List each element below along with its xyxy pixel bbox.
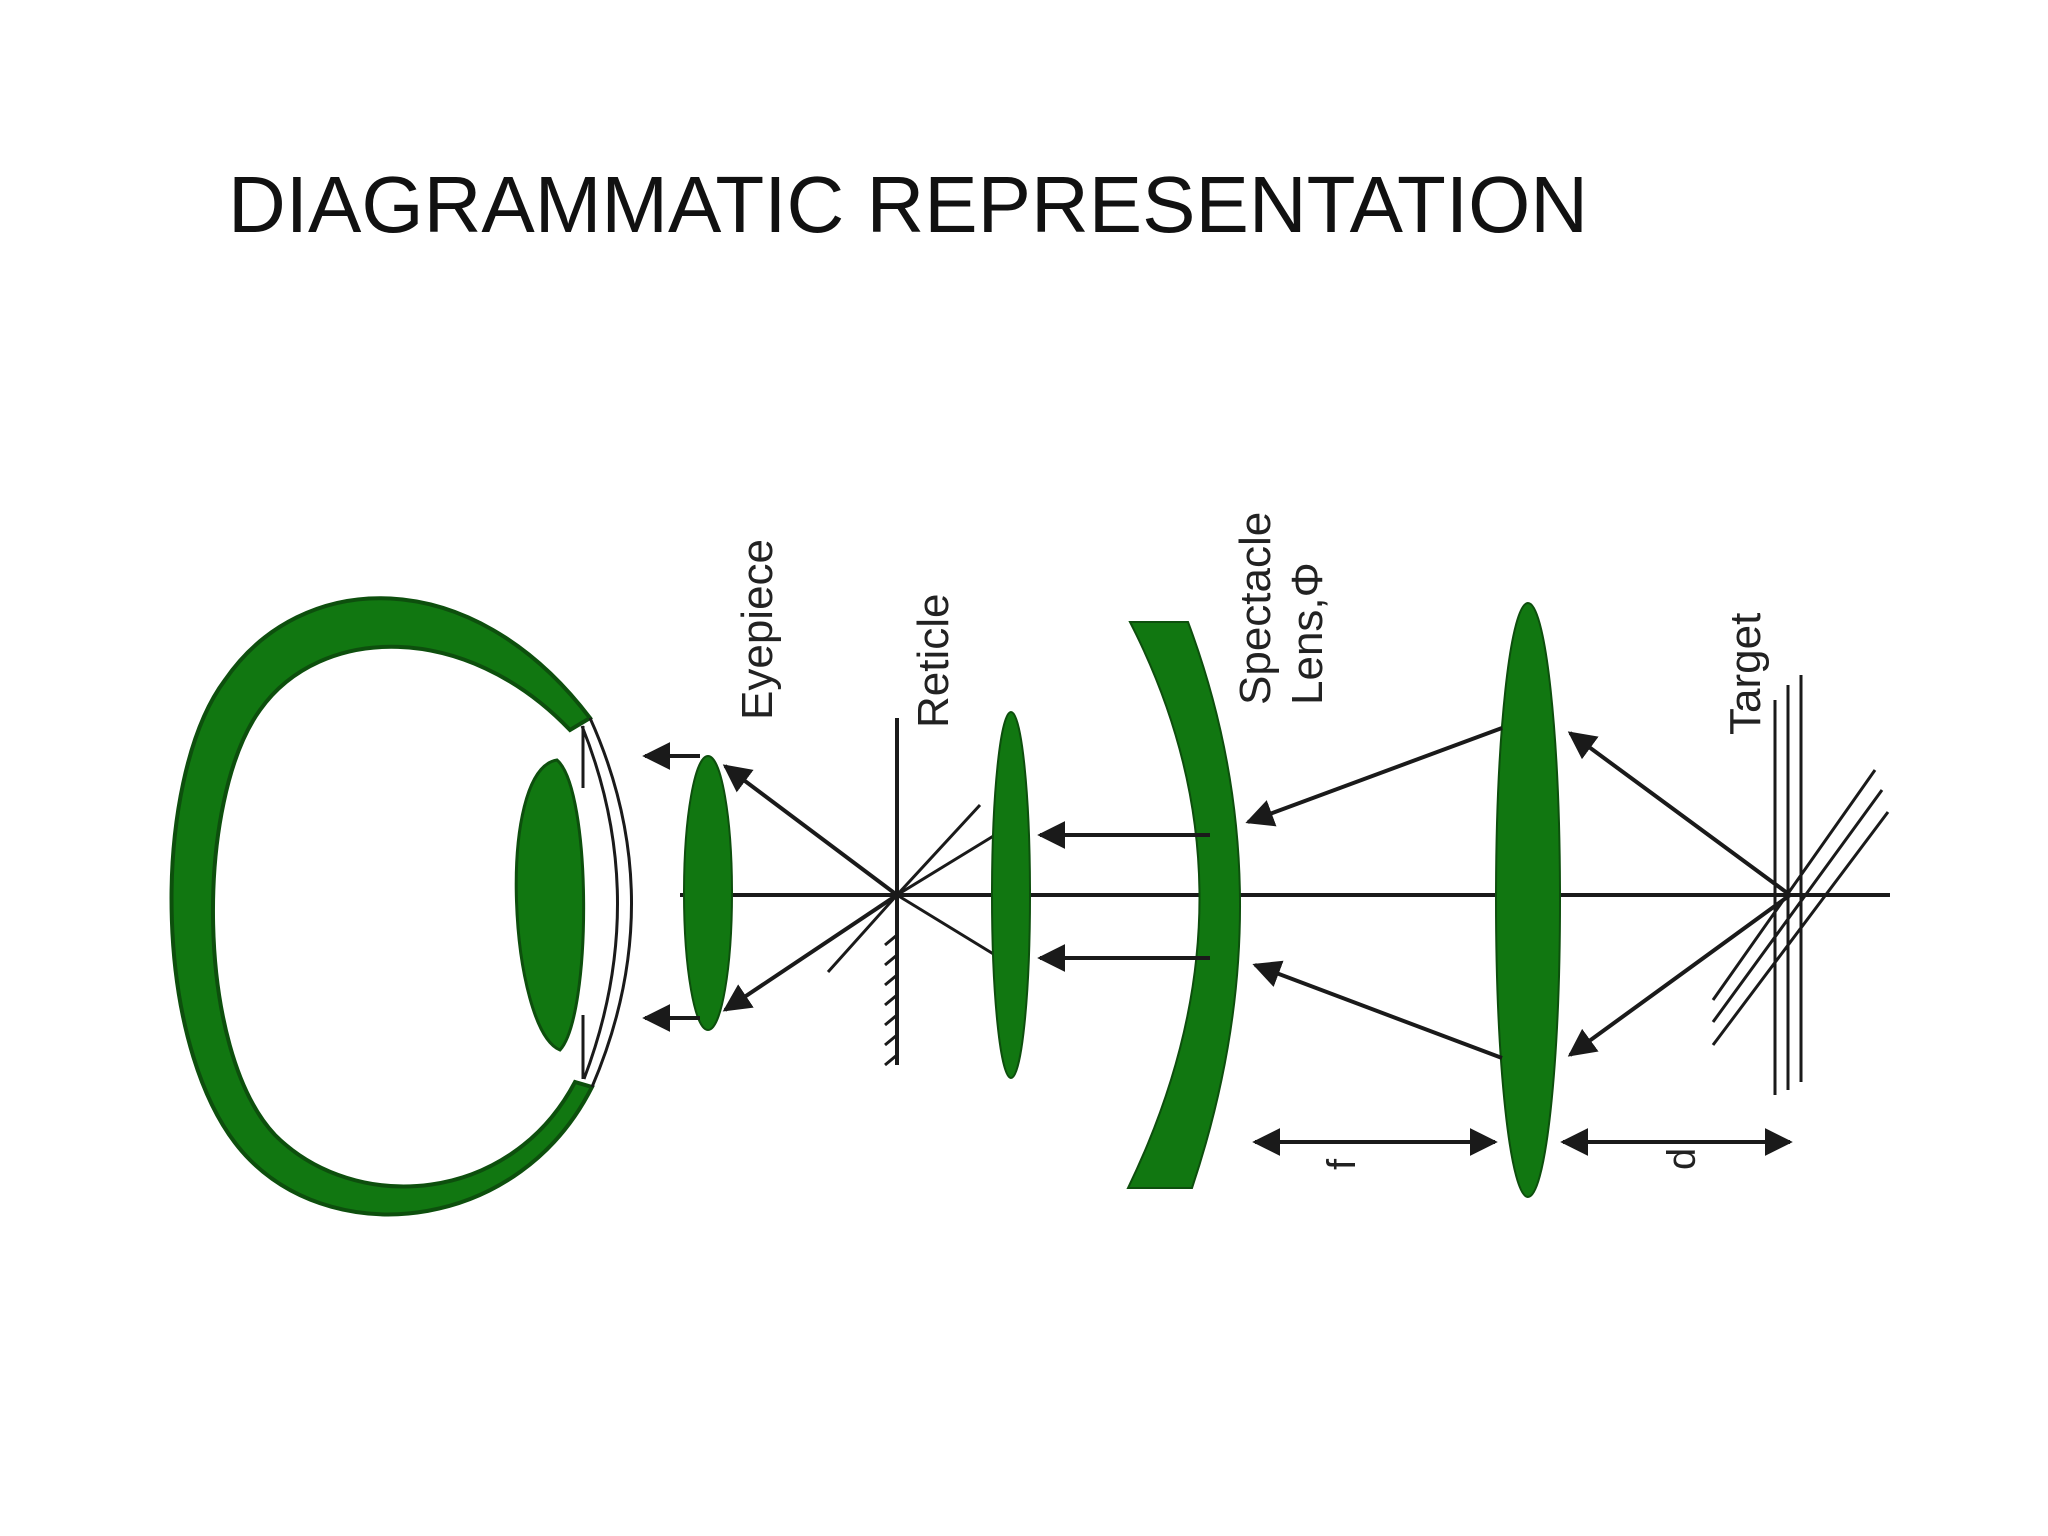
- eyepiece-to-eye-arrows: [642, 742, 700, 1032]
- label-spectacle-line2: Lens,Φ: [1283, 562, 1332, 705]
- eye-cornea: [580, 717, 633, 1088]
- label-target: Target: [1721, 613, 1770, 735]
- eye-crystalline-lens: [514, 758, 586, 1052]
- slide-title: DIAGRAMMATIC REPRESENTATION: [228, 160, 1589, 249]
- label-eyepiece: Eyepiece: [733, 539, 782, 720]
- spectacle-lens: [1126, 621, 1241, 1189]
- objective-to-spectacle-rays: [1245, 726, 1503, 1060]
- target: [1711, 675, 1890, 1095]
- label-d: d: [1660, 1148, 1704, 1170]
- objective-lens: [1495, 602, 1561, 1198]
- target-to-objective-rays: [1567, 731, 1792, 1057]
- label-reticle: Reticle: [909, 594, 958, 729]
- label-spectacle-line1: Spectacle: [1231, 512, 1280, 705]
- reticle-to-eyepiece-rays: [722, 764, 1001, 1012]
- reticle-hatching: [884, 933, 898, 1067]
- eye: [169, 596, 633, 1217]
- label-f: f: [1320, 1158, 1364, 1170]
- eye-sclera: [169, 596, 595, 1217]
- eyepiece-lens: [683, 755, 733, 1031]
- collimating-lens: [991, 711, 1031, 1079]
- spectacle-to-collimator-arrows: [1037, 821, 1210, 972]
- reticle: [826, 718, 982, 1067]
